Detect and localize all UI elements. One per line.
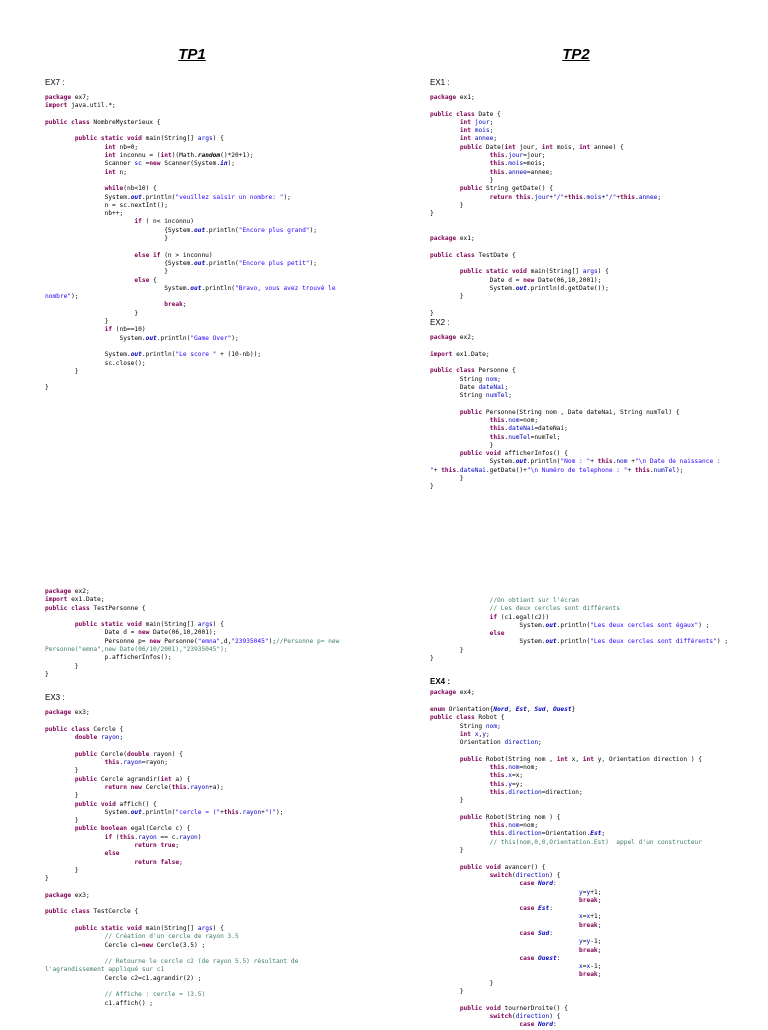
ex1-label: EX1 : bbox=[430, 78, 450, 87]
ex7-label: EX7 : bbox=[45, 78, 65, 87]
test-personne-code: package ex2; import ex1.Date; public cla… bbox=[45, 588, 340, 678]
tp2-section: EX1 : package ex1; public class Date { i… bbox=[430, 74, 768, 492]
page-1: TP1 TP2 EX7 : package ex7; import java.u… bbox=[0, 0, 768, 512]
tp1-title: TP1 bbox=[178, 46, 206, 63]
tp2-title: TP2 bbox=[562, 46, 590, 63]
page-2: package ex2; import ex1.Date; public cla… bbox=[0, 512, 768, 1028]
ex7-section: EX7 : package ex7; import java.util.*; p… bbox=[45, 74, 385, 393]
page2-left: package ex2; import ex1.Date; public cla… bbox=[45, 588, 385, 1008]
ex1-code: package ex1; public class Date { int jou… bbox=[430, 94, 662, 317]
ex3-code: package ex3; public class Cercle { doubl… bbox=[45, 709, 299, 1007]
test-cercle-continued-code: //On obtient sur l'écran // Les deux cer… bbox=[430, 597, 729, 663]
page2-right: //On obtient sur l'écran // Les deux cer… bbox=[430, 597, 768, 1030]
ex2-code: package ex2; import ex1.Date; public cla… bbox=[430, 334, 721, 491]
ex2-label: EX2 : bbox=[430, 318, 450, 328]
ex7-code: package ex7; import java.util.*; public … bbox=[45, 94, 336, 392]
ex3-label: EX3 : bbox=[45, 693, 65, 703]
ex4-code: package ex4; enum Orientation{Nord, Est,… bbox=[430, 689, 702, 1029]
ex4-label: EX4 : bbox=[430, 677, 451, 687]
